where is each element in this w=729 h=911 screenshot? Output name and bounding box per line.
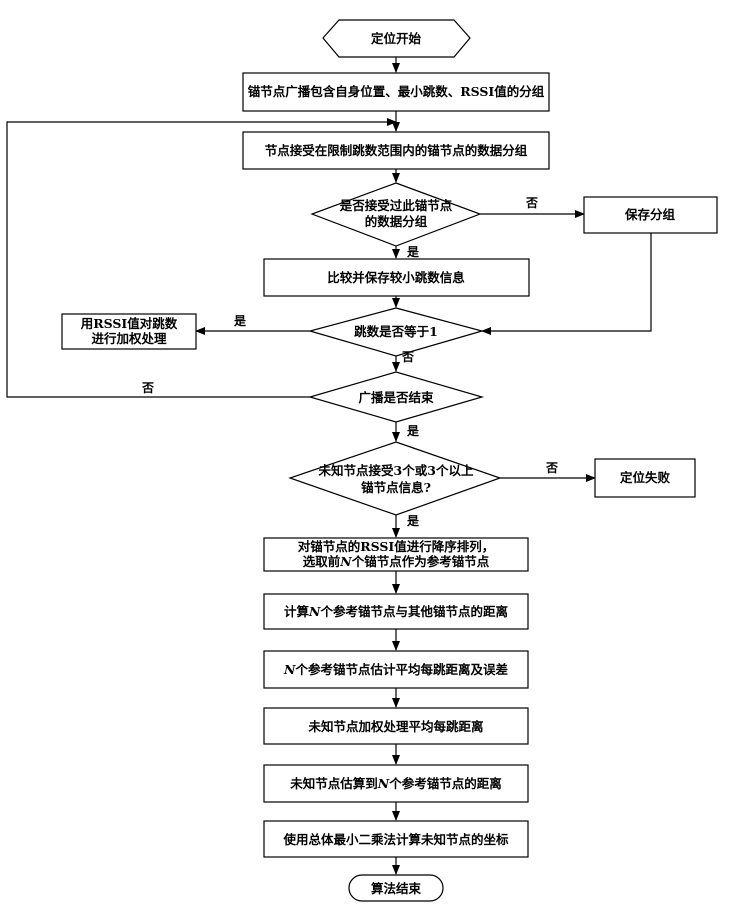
decision2-text: 跳数是否等于1 xyxy=(354,324,438,339)
save-group-text: 保存分组 xyxy=(624,207,676,222)
step1-box xyxy=(242,72,550,112)
label-decision4-no: 否 xyxy=(545,461,558,475)
decision4-text-line2: 锚节点信息? xyxy=(361,480,431,495)
arrow-save-to-decision2 xyxy=(481,233,652,335)
end-node xyxy=(348,874,444,902)
step4-box xyxy=(263,537,529,572)
label-decision1-no: 否 xyxy=(525,196,538,210)
rssi-weight-box xyxy=(61,313,197,350)
step7-text: 未知节点加权处理平均每跳距离 xyxy=(307,719,483,734)
step7-box xyxy=(263,707,529,745)
connectors xyxy=(6,57,652,875)
rssi-weight-text-line2: 进行加权处理 xyxy=(91,331,167,346)
label-decision3-no: 否 xyxy=(141,381,154,395)
step2-text: 节点接受在限制跳数范围内的锚节点的数据分组 xyxy=(265,143,528,158)
step1-text: 锚节点广播包含自身位置、最小跳数、RSSI值的分组 xyxy=(248,84,545,99)
step4-text-line1: 对锚节点的RSSI值进行降序排列， xyxy=(298,539,495,554)
locate-fail-text: 定位失败 xyxy=(619,470,671,485)
step9-box xyxy=(263,820,529,858)
locate-fail-box xyxy=(594,458,696,498)
start-node xyxy=(322,19,471,58)
label-decision3-yes: 是 xyxy=(406,424,420,438)
decision2-diamond xyxy=(307,307,485,357)
rssi-weight-text-line1: 用RSSI值对跳数 xyxy=(80,316,178,331)
decision3-text: 广播是否结束 xyxy=(358,390,434,405)
decision1-text-line1: 是否接受过此锚节点 xyxy=(339,198,453,213)
label-decision4-yes: 是 xyxy=(406,514,420,528)
step8-text: 未知节点估算到N个参考锚节点的距离 xyxy=(289,776,501,791)
label-decision1-yes: 是 xyxy=(406,245,420,259)
step5-box xyxy=(263,593,529,630)
decision4-diamond xyxy=(288,441,502,516)
label-decision2-no: 否 xyxy=(401,350,414,364)
end-text: 算法结束 xyxy=(371,881,422,896)
step2-box xyxy=(242,131,550,170)
decision3-diamond xyxy=(307,371,485,423)
step5-text: 计算N个参考锚节点与其他锚节点的距离 xyxy=(284,604,508,619)
decision1-text-line2: 的数据分组 xyxy=(365,214,428,229)
arrow-decision3-loop-back xyxy=(6,118,397,398)
step3-text: 比较并保存较小跳数信息 xyxy=(327,270,465,285)
decision4-text-line1: 未知节点接受3个或3个以上 xyxy=(318,463,474,478)
save-group-box xyxy=(583,196,718,234)
step4-text-line2: 选取前N个锚节点作为参考锚节点 xyxy=(303,554,490,569)
start-text: 定位开始 xyxy=(370,31,422,46)
step6-text: N个参考锚节点估计平均每跳距离及误差 xyxy=(283,662,508,677)
step8-box xyxy=(263,764,529,803)
step6-box xyxy=(263,650,529,689)
label-decision2-yes: 是 xyxy=(233,314,247,328)
step3-box xyxy=(263,258,530,297)
step9-text: 使用总体最小二乘法计算未知节点的坐标 xyxy=(282,832,509,847)
decision1-diamond xyxy=(310,182,482,247)
